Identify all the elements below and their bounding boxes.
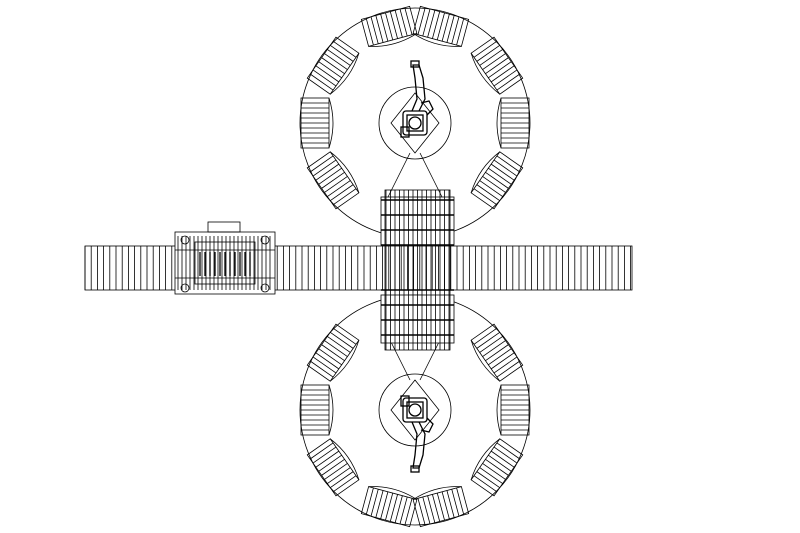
pallet <box>496 97 530 149</box>
machine-bolt <box>260 283 270 293</box>
robot-reach-circle <box>378 373 452 447</box>
machine-bolt <box>260 235 270 245</box>
robot-cells <box>299 5 531 528</box>
robot-base <box>390 379 440 441</box>
guide-line <box>419 152 446 204</box>
pallet <box>306 36 360 95</box>
robot-arm <box>400 395 434 473</box>
machine-top-cover <box>207 221 241 233</box>
pallet <box>412 5 470 47</box>
pallet <box>300 384 334 436</box>
guide-line <box>384 152 411 204</box>
robot-arm <box>400 60 434 138</box>
pallet <box>496 384 530 436</box>
main-conveyor <box>84 245 633 291</box>
pallet <box>300 97 334 149</box>
robot-reach-circle <box>378 86 452 160</box>
pallet <box>360 486 418 528</box>
pallet <box>470 323 524 382</box>
machine-bolt <box>180 235 190 245</box>
pallet <box>306 323 360 382</box>
pallet <box>470 36 524 95</box>
pallet <box>306 151 360 210</box>
pallet <box>470 151 524 210</box>
lower-robot-cell <box>299 294 531 528</box>
machine-bolt <box>180 283 190 293</box>
machine-inner-frame <box>194 241 256 285</box>
central-transfer-frame <box>380 189 455 351</box>
pallet <box>470 438 524 497</box>
pallet <box>360 5 418 47</box>
pallet <box>306 438 360 497</box>
left-machine-station <box>174 221 276 295</box>
robot-base <box>390 92 440 154</box>
upper-robot-cell <box>299 5 531 239</box>
pallet <box>412 486 470 528</box>
